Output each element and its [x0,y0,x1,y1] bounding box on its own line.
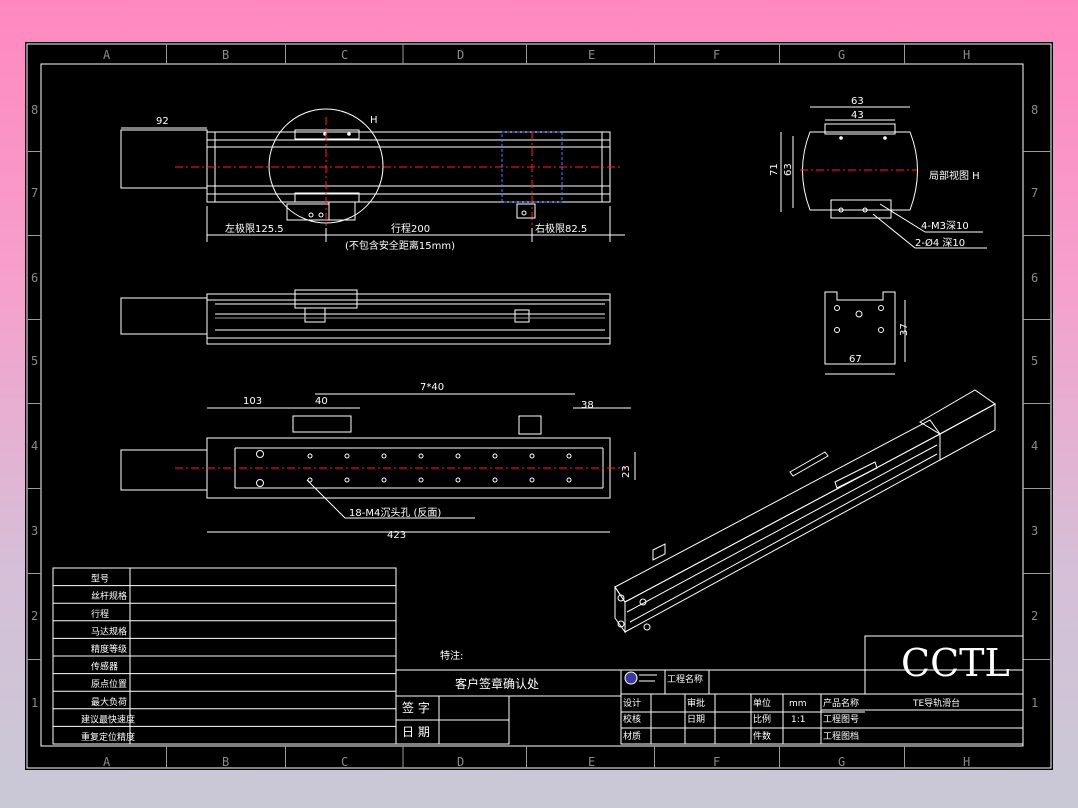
dim-103: 103 [243,396,262,407]
safety-note: (不包含安全距离15mm) [345,239,455,252]
company-logo-icon [624,671,638,685]
dim-71: 71 [769,163,780,176]
zone-col-label: H [963,48,970,62]
zone-row-label: 3 [31,524,38,538]
zone-row-label: 1 [31,696,38,710]
spec-row-label: 传感器 [91,661,118,673]
drawing-no-label: 工程图号 [823,714,859,725]
zone-row-label: 8 [1031,103,1038,117]
special-note-label: 特注: [440,649,463,662]
zone-row-label: 1 [1031,696,1038,710]
count-label: 件数 [753,730,771,742]
dim-37: 37 [899,323,910,336]
dim-63v: 63 [783,163,794,176]
zone-col-label: D [457,48,464,62]
right-limit: 右极限82.5 [535,222,587,235]
zone-col-label: F [713,48,720,62]
spec-row-label: 丝杆规格 [91,590,127,602]
check-label: 校核 [623,713,641,725]
dim-38: 38 [581,400,594,411]
dim-423: 423 [387,530,406,541]
detail-note-d4: 2-Ø4 深10 [915,237,965,249]
detail-title: 局部视图 H [929,169,980,182]
detail-view-h: 63 43 71 63 局部视图 H 4-M3深10 2-Ø4 深10 [769,96,987,249]
dim-43: 43 [851,110,864,121]
spec-row-label: 建议最快速度 [81,713,135,725]
zone-row-label: 8 [31,103,38,117]
zone-row-label: 7 [31,186,38,200]
dim-40: 40 [315,396,328,407]
confirm-label: 客户签章确认处 [455,676,539,691]
title-date-label: 日期 [687,714,705,725]
date-label: 日 期 [402,725,430,739]
zone-row-label: 5 [31,354,38,368]
zone-row-label: 7 [1031,186,1038,200]
approve-label: 审批 [687,697,705,709]
signature-block: 特注: 客户签章确认处 签 字 日 期 [395,649,622,745]
scale-label: 比例 [753,713,771,725]
stroke-dim: 行程200 [391,222,430,235]
spec-row-label: 行程 [91,608,109,620]
zone-col-label: E [588,48,595,62]
unit-value: mm [789,699,807,709]
dim-92: 92 [156,116,169,127]
zone-row-label: 6 [31,271,38,285]
scale-value: 1:1 [791,715,805,725]
company-name: TE导轨滑台 [912,697,960,709]
project-name-label: 工程名称 [667,673,703,685]
spec-row-label: 型号 [91,574,109,585]
spec-row-label: 重复定位精度 [81,731,135,743]
spec-row-label: 精度等级 [91,643,127,655]
zone-col-label: G [838,755,845,769]
zone-row-label: 4 [1031,439,1038,453]
zone-col-label: A [103,755,111,769]
zone-col-label: E [588,755,595,769]
zone-col-label: C [341,48,348,62]
dim-7x40: 7*40 [420,382,444,393]
title-block: 工程名称 CCTL TE导轨滑台 设计 审批 单位 mm 校核 日期 比例 1:… [620,635,1024,745]
zone-row-label: 5 [1031,354,1038,368]
spec-row-label: 马达规格 [91,625,127,637]
zone-col-label: F [713,755,720,769]
inner-frame [40,63,1024,747]
zone-col-label: C [341,755,348,769]
zone-col-label: B [222,48,229,62]
end-view: 37 67 [824,291,910,375]
zone-col-label: H [963,755,970,769]
zone-col-label: D [457,755,464,769]
zone-col-label: B [222,755,229,769]
isometric-view [614,389,996,634]
zone-col-label: G [838,48,845,62]
outer-frame [26,43,1052,769]
zone-row-label: 4 [31,439,38,453]
zone-row-label: 6 [1031,271,1038,285]
detail-note-m3: 4-M3深10 [921,220,969,232]
dim-63: 63 [851,96,864,107]
product-name-label: 产品名称 [823,697,859,709]
material-label: 材质 [623,730,641,742]
front-view [120,289,611,345]
zone-row-label: 2 [31,609,38,623]
cctl-logo: CCTL [901,641,1010,685]
left-limit: 左极限125.5 [225,222,284,235]
dim-67: 67 [849,354,862,365]
design-label: 设计 [623,697,641,709]
zone-row-label: 2 [1031,609,1038,623]
spec-row-label: 原点位置 [91,678,127,690]
hole-note: 18-M4沉头孔 (反面) [349,506,441,519]
zone-col-label: A [103,48,111,62]
top-view: 92 H 左极限125.5 行程200 右极限82.5 (不包含安全距离15mm… [120,108,625,252]
label-h: H [370,115,378,126]
unit-label: 单位 [753,697,771,709]
drawing-file-label: 工程图档 [823,730,859,742]
dim-23: 23 [621,465,632,478]
sign-label: 签 字 [402,700,430,715]
zone-row-label: 3 [1031,524,1038,538]
spec-row-label: 最大负荷 [91,696,127,708]
bottom-view: 103 40 7*40 38 23 423 18-M4沉头孔 (反面) [120,382,636,541]
